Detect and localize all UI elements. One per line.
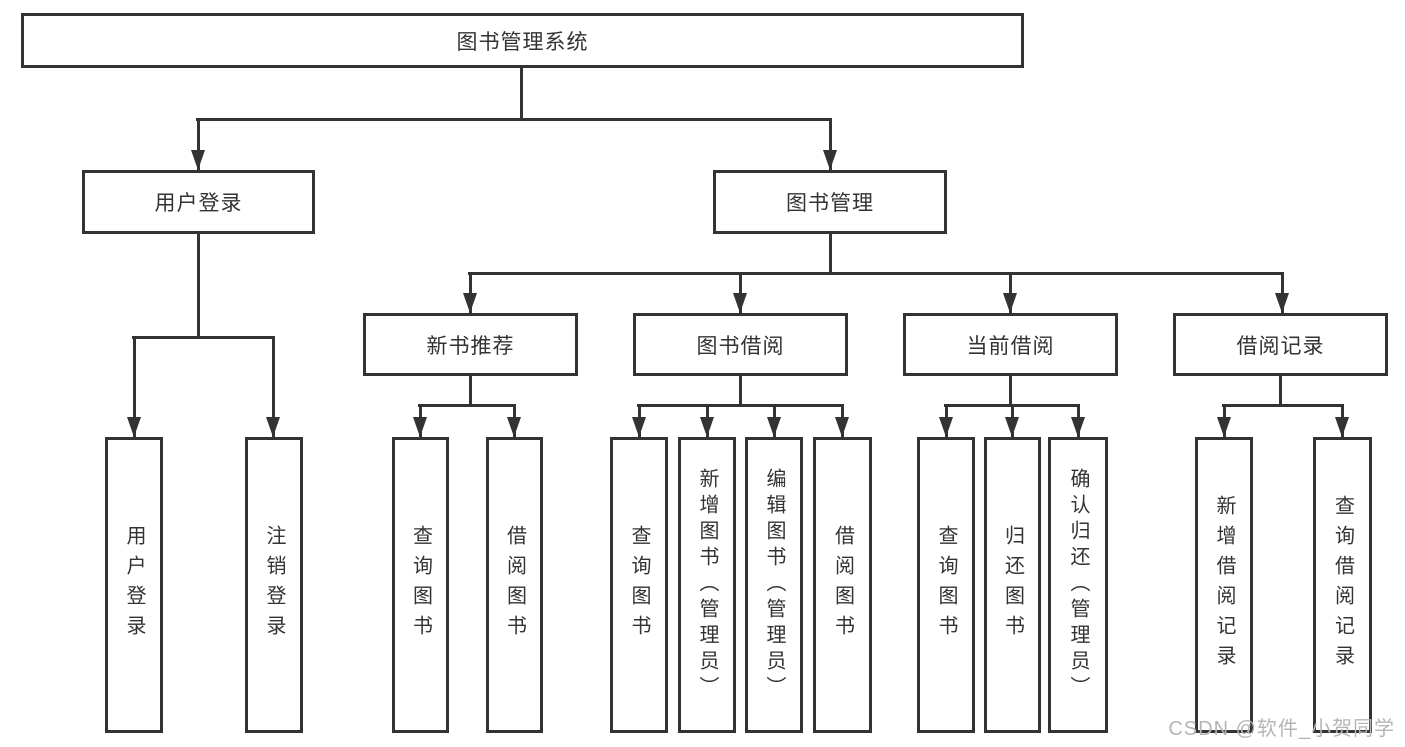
node-leaf-query-books-1: 查询图书	[392, 437, 449, 733]
node-new-book-recommendation: 新书推荐	[363, 313, 578, 376]
arrowhead-leaf	[1005, 417, 1019, 437]
leaf-label: 归还图书	[1001, 525, 1024, 645]
arrowhead-leaf-logout	[266, 417, 280, 437]
connector-to-leaf-user-login	[133, 337, 136, 437]
connector-user-login-bar	[132, 336, 275, 339]
arrowhead-user-login	[191, 150, 205, 170]
arrowhead-leaf	[632, 417, 646, 437]
node-leaf-borrow-books-1: 借阅图书	[486, 437, 543, 733]
arrowhead-leaf	[413, 417, 427, 437]
connector-new-book-rec-bar	[418, 404, 516, 407]
node-leaf-query-books-2: 查询图书	[610, 437, 668, 733]
connector-borrow-records-bar	[1222, 404, 1344, 407]
arrowhead-borrow-records	[1275, 293, 1289, 313]
leaf-label: 注销登录	[263, 525, 285, 645]
node-leaf-edit-book-admin: 编辑图书（管理员）	[745, 437, 803, 733]
leaf-label: 新增借阅记录	[1213, 495, 1235, 675]
node-root-library-system: 图书管理系统	[21, 13, 1024, 68]
leaf-label: 查询图书	[628, 525, 650, 645]
arrowhead-leaf	[835, 417, 849, 437]
node-book-borrowing: 图书借阅	[633, 313, 848, 376]
connector-to-user-login	[197, 119, 200, 170]
arrowhead-leaf	[700, 417, 714, 437]
arrowhead-book-borrow	[733, 293, 747, 313]
connector-book-borrow-bar	[637, 404, 844, 407]
leaf-label: 用户登录	[123, 525, 145, 645]
leaf-label: 查询借阅记录	[1331, 495, 1354, 675]
node-leaf-add-borrow-record: 新增借阅记录	[1195, 437, 1253, 733]
node-book-management: 图书管理	[713, 170, 947, 234]
node-current-borrowing: 当前借阅	[903, 313, 1118, 376]
connector-current-borrow-drop	[1009, 376, 1012, 405]
arrowhead-leaf	[1071, 417, 1085, 437]
arrowhead-leaf	[507, 417, 521, 437]
leaf-label: 借阅图书	[503, 525, 526, 645]
arrowhead-current-borrow	[1003, 293, 1017, 313]
arrowhead-leaf-user-login	[127, 417, 141, 437]
arrowhead-leaf	[1335, 417, 1349, 437]
leaf-label: 新增图书（管理员）	[696, 468, 718, 702]
arrowhead-leaf	[1217, 417, 1231, 437]
csdn-watermark: CSDN @软件_小贺同学	[1168, 718, 1395, 740]
arrowhead-book-mgmt	[823, 150, 837, 170]
leaf-label: 编辑图书（管理员）	[763, 468, 785, 702]
node-leaf-add-book-admin: 新增图书（管理员）	[678, 437, 736, 733]
connector-user-login-drop	[197, 234, 200, 337]
node-leaf-return-book: 归还图书	[984, 437, 1041, 733]
node-leaf-logout: 注销登录	[245, 437, 303, 733]
leaf-label: 查询图书	[935, 525, 957, 645]
connector-borrow-records-drop	[1279, 376, 1282, 405]
arrowhead-new-book-rec	[463, 293, 477, 313]
connector-new-book-rec-drop	[469, 376, 472, 405]
leaf-label: 借阅图书	[831, 525, 854, 645]
node-leaf-query-borrow-record: 查询借阅记录	[1313, 437, 1372, 733]
arrowhead-leaf	[767, 417, 781, 437]
leaf-label: 确认归还（管理员）	[1067, 468, 1089, 702]
connector-to-book-mgmt	[829, 119, 832, 170]
node-borrowing-records: 借阅记录	[1173, 313, 1388, 376]
node-leaf-borrow-books-2: 借阅图书	[813, 437, 872, 733]
connector-to-leaf-logout	[272, 337, 275, 437]
node-user-login: 用户登录	[82, 170, 315, 234]
connector-root-drop	[520, 68, 523, 119]
connector-book-mgmt-drop	[829, 234, 832, 273]
node-leaf-user-login: 用户登录	[105, 437, 163, 733]
node-leaf-query-books-3: 查询图书	[917, 437, 975, 733]
connector-level2-bar	[196, 118, 832, 121]
leaf-label: 查询图书	[409, 525, 432, 645]
connector-book-borrow-drop	[739, 376, 742, 405]
connector-level3-bar	[468, 272, 1284, 275]
node-leaf-confirm-return-admin: 确认归还（管理员）	[1048, 437, 1108, 733]
arrowhead-leaf	[939, 417, 953, 437]
